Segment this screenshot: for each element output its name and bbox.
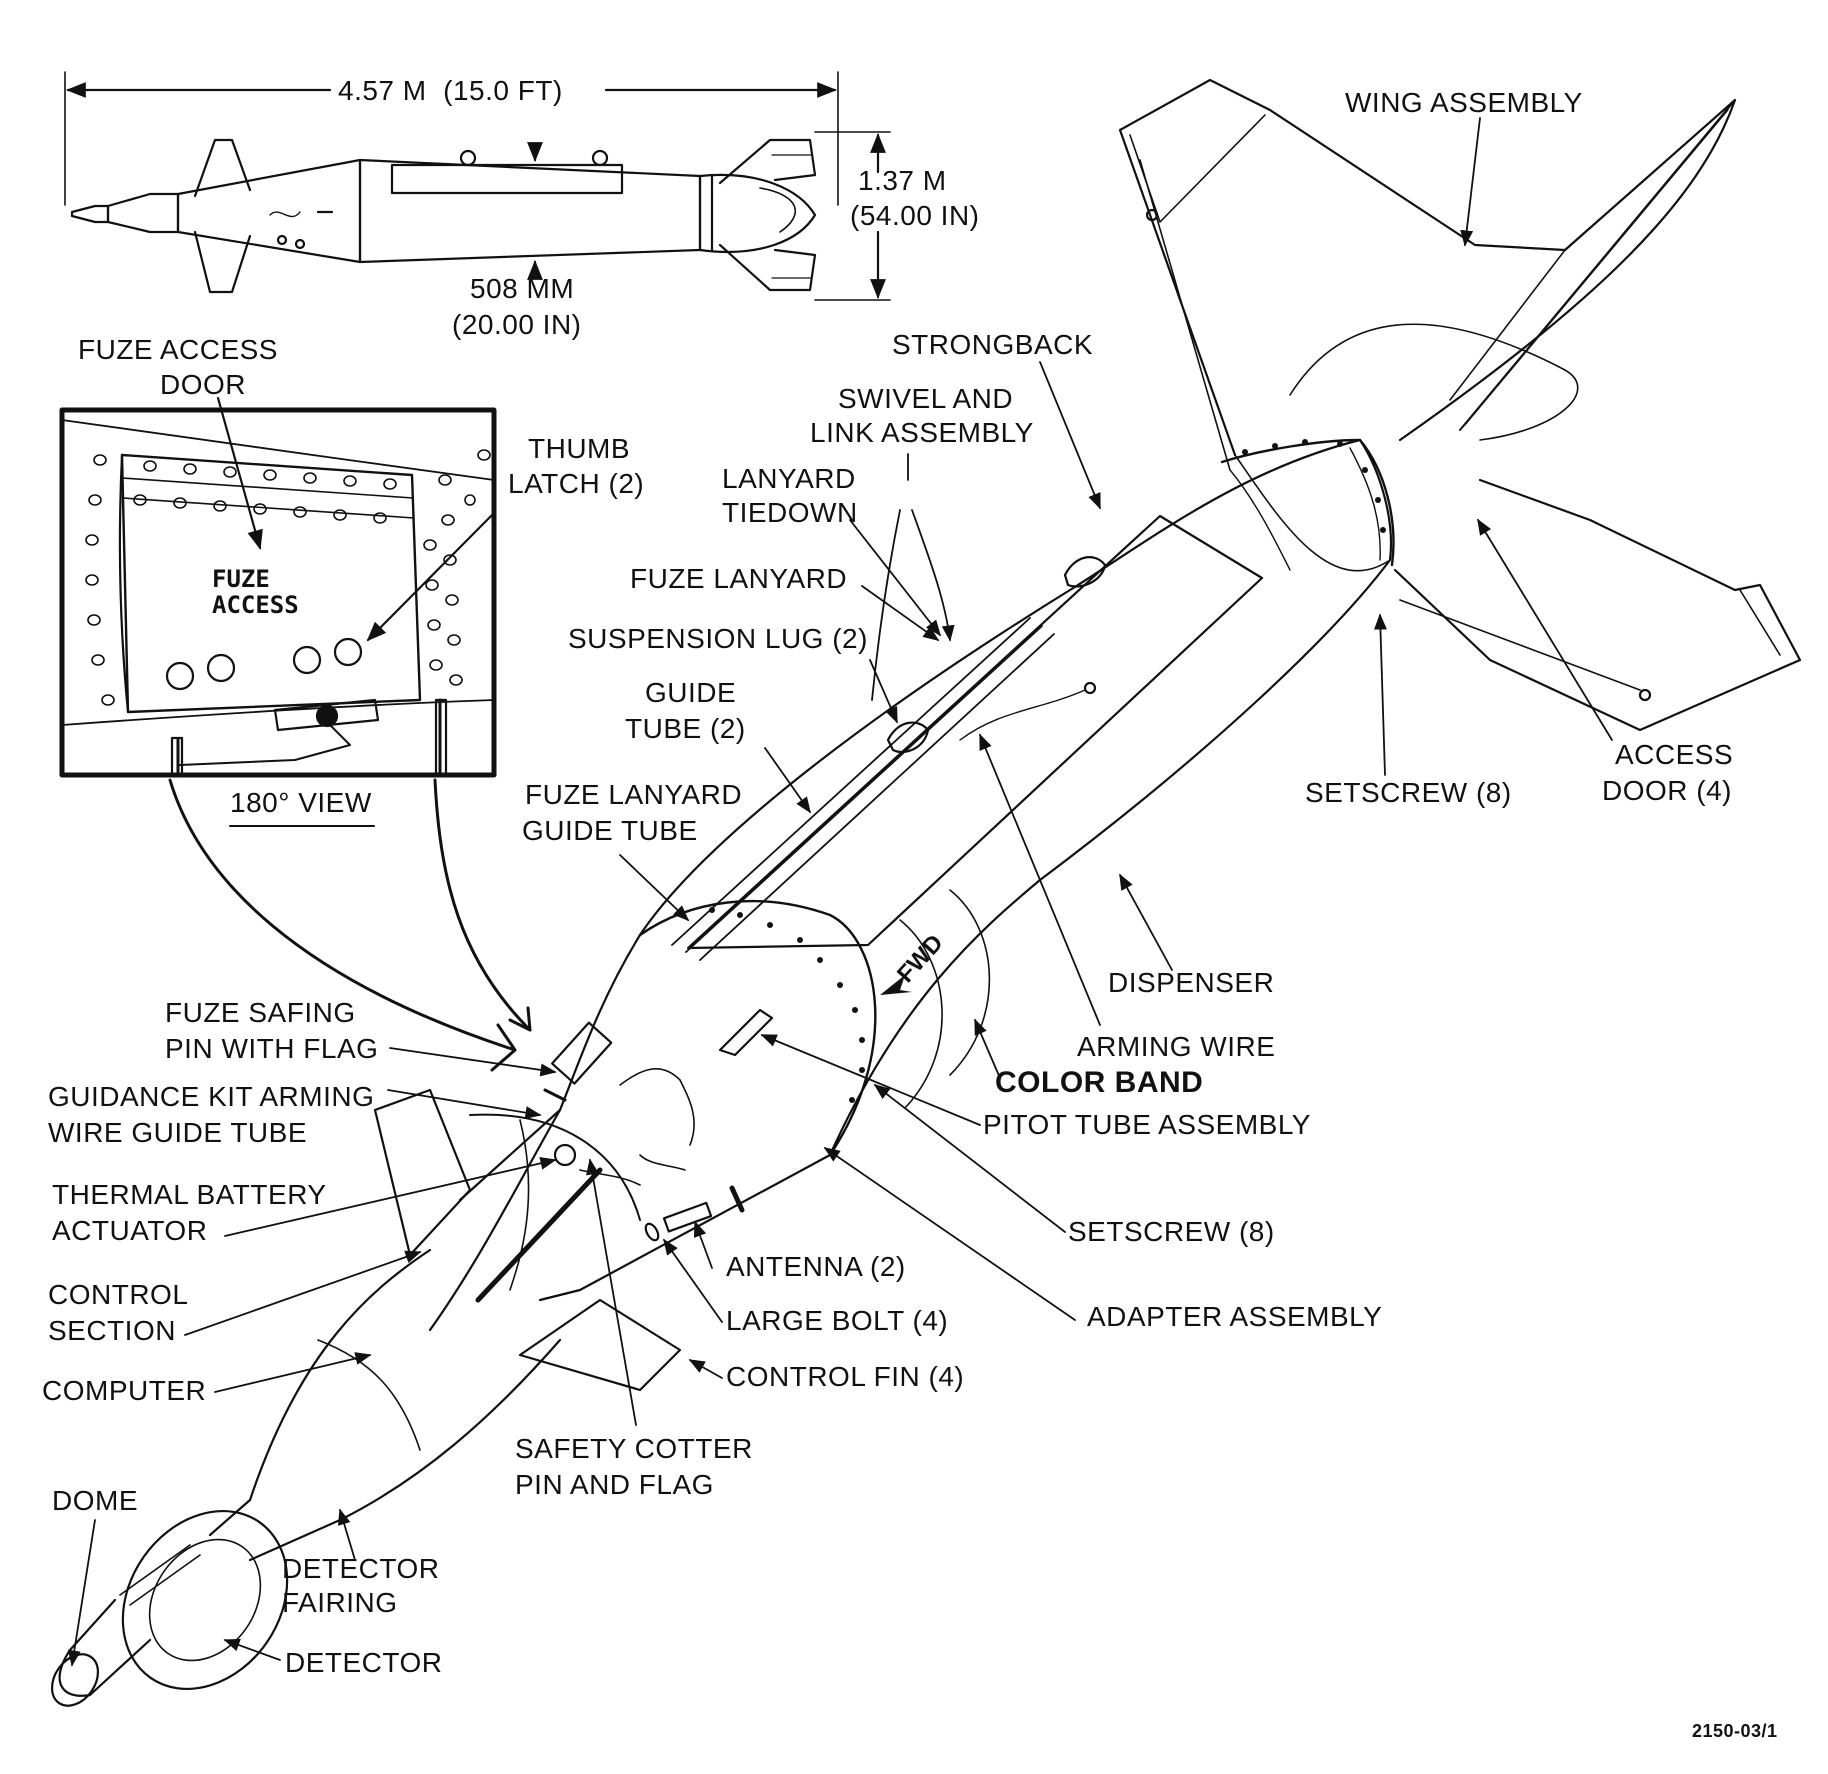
fuze-lanyard-leader [862,586,940,641]
fuze-safing-label: FUZE SAFING [165,997,356,1028]
lanyard-tiedown-leader [850,520,941,637]
diameter-metric-label: 508 MM [470,273,575,304]
pitot-tube [720,1010,772,1055]
arming-wire [960,690,1085,740]
lanyard-tiedown-label-2: TIEDOWN [722,497,858,528]
control-section-label: CONTROL [48,1279,189,1310]
detector-leader [223,1638,280,1660]
setscrew-fwd-label: SETSCREW (8) [1068,1216,1275,1247]
figure-number: 2150-03/1 [1692,1721,1778,1741]
adapter-assembly-label: ADAPTER ASSEMBLY [1087,1301,1383,1332]
thermal-battery-label-2: ACTUATOR [52,1215,208,1246]
fuze-lanyard-guide-label: FUZE LANYARD [525,779,743,810]
fuze-safing-leader [390,1048,557,1077]
access-door-label-2: DOOR (4) [1602,775,1732,806]
control-fin-leader [688,1360,722,1378]
span-metric-label: 1.37 M [858,165,947,196]
strongback-leader [1040,362,1100,510]
guide-tube-label: GUIDE [645,677,737,708]
main-bomb [43,439,1394,1721]
color-band-label: COLOR BAND [995,1066,1204,1099]
fuze-access-door-label-2: DOOR [160,369,246,400]
fuze-access-stencil: FUZE ACCESS [212,565,299,619]
swivel-link-label: SWIVEL AND [838,383,1014,414]
guide-tube-label-2: TUBE (2) [625,713,746,744]
safety-cotter-label-2: PIN AND FLAG [515,1469,714,1500]
pitot-tube-label: PITOT TUBE ASSEMBLY [983,1109,1311,1140]
thumb-latch-leader [366,512,495,642]
detector [89,1479,321,1721]
dome-label: DOME [52,1485,138,1516]
computer-section [250,1250,430,1500]
inset-frame [62,410,494,775]
access-door-leader [1478,518,1612,740]
fuze-access-inset [62,398,530,1070]
safety-cotter-label: SAFETY COTTER [515,1433,753,1464]
large-bolt-label: LARGE BOLT (4) [726,1305,949,1336]
guidance-kit-label: GUIDANCE KIT ARMING [48,1081,375,1112]
arming-wire-label: ARMING WIRE [1077,1031,1276,1062]
view-caption: 180° VIEW [230,787,372,818]
dome [60,1600,150,1696]
suspension-lug-label: SUSPENSION LUG (2) [568,623,868,654]
dispenser-leader [1120,873,1172,970]
control-fin-lower [520,1300,680,1390]
dispenser-label: DISPENSER [1108,967,1275,998]
guidance-kit-label-2: WIRE GUIDE TUBE [48,1117,308,1148]
length-dimension-label: 4.57 M (15.0 FT) [338,75,563,106]
control-fin-label: CONTROL FIN (4) [726,1361,965,1392]
antenna-leader [693,1220,712,1268]
detector-fairing-label-2: FAIRING [282,1587,398,1618]
dome-leader [67,1520,95,1667]
control-fin-upper [375,1090,470,1255]
side-view-bomb [65,72,890,300]
thumb-latch-label: THUMB [528,433,631,464]
large-bolt-leader [663,1238,722,1322]
detector-label: DETECTOR [285,1647,443,1678]
detector-fairing-label: DETECTOR [282,1553,440,1584]
wing-assembly-label: WING ASSEMBLY [1345,87,1583,118]
control-section-label-2: SECTION [48,1315,176,1346]
detector-fairing [210,1500,340,1560]
safety-cotter-leader [586,1158,636,1425]
setscrew-fwd-leader [873,1084,1065,1232]
access-door-label: ACCESS [1615,739,1734,770]
color-band-leader [975,1018,1000,1078]
setscrew-aft-label: SETSCREW (8) [1305,777,1512,808]
wing-assembly [1120,80,1800,730]
leader-lines [67,118,1612,1667]
thermal-battery-leader [225,1156,557,1236]
lanyard-tiedown-label: LANYARD [722,463,856,494]
thermal-battery-label: THERMAL BATTERY [52,1179,327,1210]
arming-wire-leader [980,733,1100,1025]
thumb-latch-label-2: LATCH (2) [508,468,645,499]
fuze-lanyard-label: FUZE LANYARD [630,563,848,594]
strongback-plate [688,516,1262,948]
swivel-leader [872,454,950,700]
wing-assembly-leader [1460,118,1480,247]
computer-leader [215,1352,372,1392]
fuze-lanyard-guide-leader [620,855,690,922]
pitot-tube-leader [760,1035,980,1125]
fuze-access-door-label: FUZE ACCESS [78,334,278,365]
setscrew-aft-leader [1373,613,1387,775]
span-imperial-label: (54.00 IN) [850,200,980,231]
strongback-label: STRONGBACK [892,329,1094,360]
swivel-link-label-2: LINK ASSEMBLY [810,417,1034,448]
guidance-kit-leader [388,1090,542,1120]
diameter-imperial-label: (20.00 IN) [452,309,582,340]
adapter-leader [823,1147,1075,1320]
fuze-lanyard-guide-label-2: GUIDE TUBE [522,815,698,846]
guide-tube-leader [765,748,811,814]
suspension-lug-leader [870,660,897,724]
computer-label: COMPUTER [42,1375,207,1406]
control-section-leader [185,1250,422,1335]
fuze-safing-label-2: PIN WITH FLAG [165,1033,379,1064]
antenna-label: ANTENNA (2) [726,1251,906,1282]
detector-fairing-leader [337,1508,355,1560]
fuze-access-door-leader [218,398,263,550]
